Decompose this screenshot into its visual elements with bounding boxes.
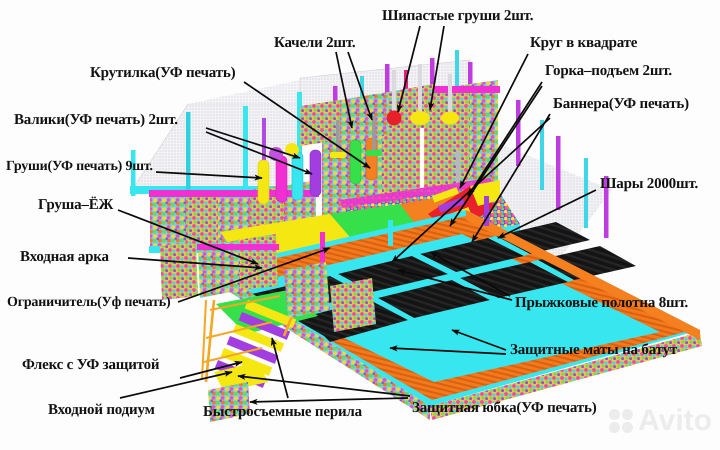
label-slide-climb: Горка–подъем 2шт.	[545, 63, 672, 79]
label-limiter: Ограничитель(Уф печать)	[7, 295, 171, 310]
avito-dots-icon	[609, 409, 634, 433]
avito-wordmark: Avito	[638, 404, 712, 437]
label-pears: Груши(УФ печать) 9шт.	[6, 159, 153, 174]
label-swings: Качели 2шт.	[274, 35, 356, 51]
label-pear-hedgehog: Груша–ЁЖ	[38, 197, 114, 213]
label-protective-skirt: Защитная юбка(УФ печать)	[412, 400, 597, 416]
label-quick-railings: Быстросъемные перила	[203, 404, 362, 420]
label-spiky-pears: Шипастые груши 2шт.	[382, 8, 534, 24]
label-banners: Баннера(УФ печать)	[553, 96, 689, 112]
label-rollers: Валики(УФ печать) 2шт.	[14, 112, 178, 128]
label-circle-in-square: Круг в квадрате	[530, 35, 638, 51]
label-spinner: Крутилка(УФ печать)	[90, 65, 236, 81]
label-protective-mats: Защитные маты на батут	[510, 342, 678, 358]
label-flex-uv: Флекс с УФ защитой	[22, 357, 160, 373]
avito-watermark: Avito	[609, 406, 712, 436]
label-balls: Шары 2000шт.	[600, 176, 699, 192]
label-jump-mats: Прыжковые полотна 8шт.	[515, 295, 689, 311]
label-entrance-arch: Входная арка	[20, 249, 109, 265]
label-entrance-podium: Входной подиум	[48, 402, 155, 418]
